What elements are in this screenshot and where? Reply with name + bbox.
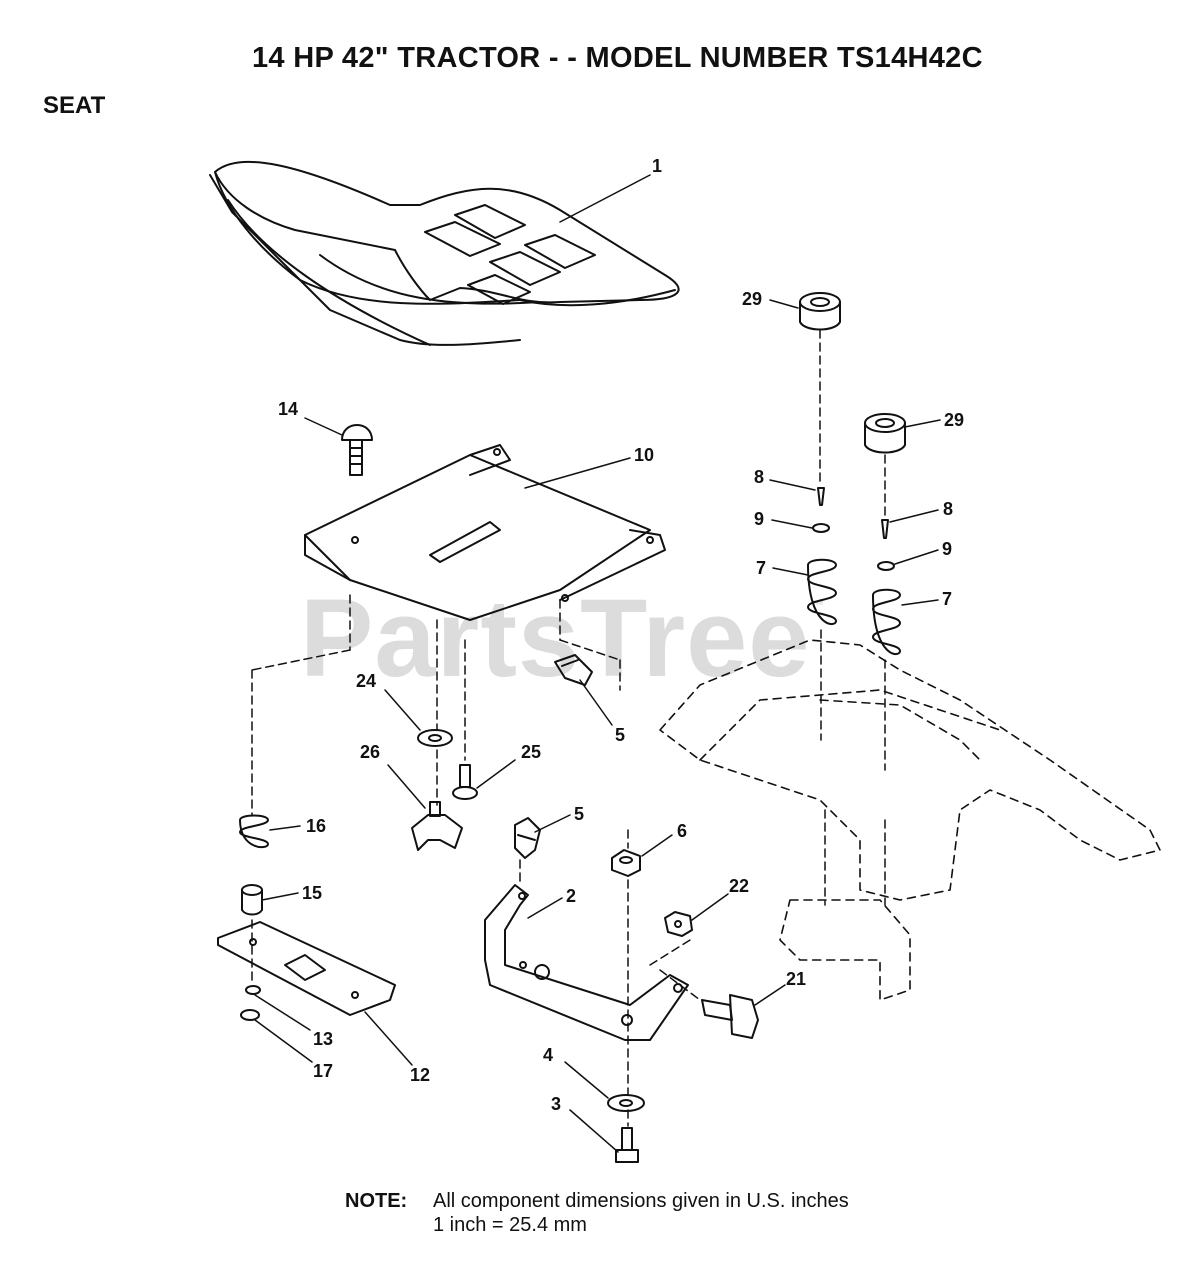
callout-29-right[interactable]: 29 xyxy=(944,410,965,430)
section-title: SEAT xyxy=(43,92,106,119)
seat-cushion xyxy=(209,160,680,346)
callout-7-right[interactable]: 7 xyxy=(942,589,953,609)
note-label: NOTE: xyxy=(345,1190,408,1212)
callout-25[interactable]: 25 xyxy=(521,742,542,762)
carriage-bolt xyxy=(341,424,373,476)
callout-6[interactable]: 6 xyxy=(677,821,688,841)
callout-22[interactable]: 22 xyxy=(729,876,750,896)
callout-2[interactable]: 2 xyxy=(566,886,577,906)
bolt-25 xyxy=(452,764,478,800)
callout-3[interactable]: 3 xyxy=(551,1094,562,1114)
spring-left xyxy=(807,558,837,625)
callout-7-left[interactable]: 7 xyxy=(756,558,767,578)
note-text-line-2: 1 inch = 25.4 mm xyxy=(433,1214,587,1236)
callout-8-right[interactable]: 8 xyxy=(943,499,954,519)
nut-6 xyxy=(611,849,641,877)
seat-pan xyxy=(304,444,666,621)
spring-16 xyxy=(239,814,269,848)
spacer-15 xyxy=(241,884,263,916)
bolt-3 xyxy=(615,1127,639,1163)
washer-24 xyxy=(417,729,453,747)
clip-lower xyxy=(514,817,541,859)
callout-15[interactable]: 15 xyxy=(302,883,323,903)
bolt-21 xyxy=(701,994,759,1039)
callout-16[interactable]: 16 xyxy=(306,816,327,836)
callout-5-lower[interactable]: 5 xyxy=(574,804,585,824)
tractor-fender xyxy=(659,639,1161,1001)
washer-4 xyxy=(607,1094,645,1112)
callout-12[interactable]: 12 xyxy=(410,1065,431,1085)
callout-4[interactable]: 4 xyxy=(543,1045,554,1065)
bracket-12 xyxy=(217,921,396,1016)
note-text-line-1: All component dimensions given in U.S. i… xyxy=(433,1190,849,1212)
nut-22 xyxy=(664,911,693,937)
callout-5-upper[interactable]: 5 xyxy=(615,725,626,745)
callout-24[interactable]: 24 xyxy=(356,671,377,691)
callout-8-left[interactable]: 8 xyxy=(754,467,765,487)
assembly-lines xyxy=(251,329,886,1127)
page-title: 14 HP 42" TRACTOR - - MODEL NUMBER TS14H… xyxy=(252,42,983,74)
callout-10[interactable]: 10 xyxy=(634,445,655,465)
callout-13[interactable]: 13 xyxy=(313,1029,334,1049)
watermark: PartsTree™ xyxy=(300,577,826,700)
callout-9-right[interactable]: 9 xyxy=(942,539,953,559)
bracket-2 xyxy=(484,884,689,1041)
spacer-right xyxy=(864,413,906,454)
knob-26 xyxy=(411,801,463,851)
callout-9-left[interactable]: 9 xyxy=(754,509,765,529)
callout-1[interactable]: 1 xyxy=(652,156,663,176)
nut-13-washer-17 xyxy=(240,985,261,1021)
callout-21[interactable]: 21 xyxy=(786,969,807,989)
callout-14[interactable]: 14 xyxy=(278,399,299,419)
clip-upper xyxy=(554,654,593,686)
callout-29-left[interactable]: 29 xyxy=(742,289,763,309)
callout-26[interactable]: 26 xyxy=(360,742,381,762)
spacer-left xyxy=(799,292,841,331)
pins-and-washers xyxy=(812,487,895,571)
leader-lines xyxy=(254,174,941,1153)
spring-right xyxy=(872,588,901,655)
callout-17[interactable]: 17 xyxy=(313,1061,334,1081)
